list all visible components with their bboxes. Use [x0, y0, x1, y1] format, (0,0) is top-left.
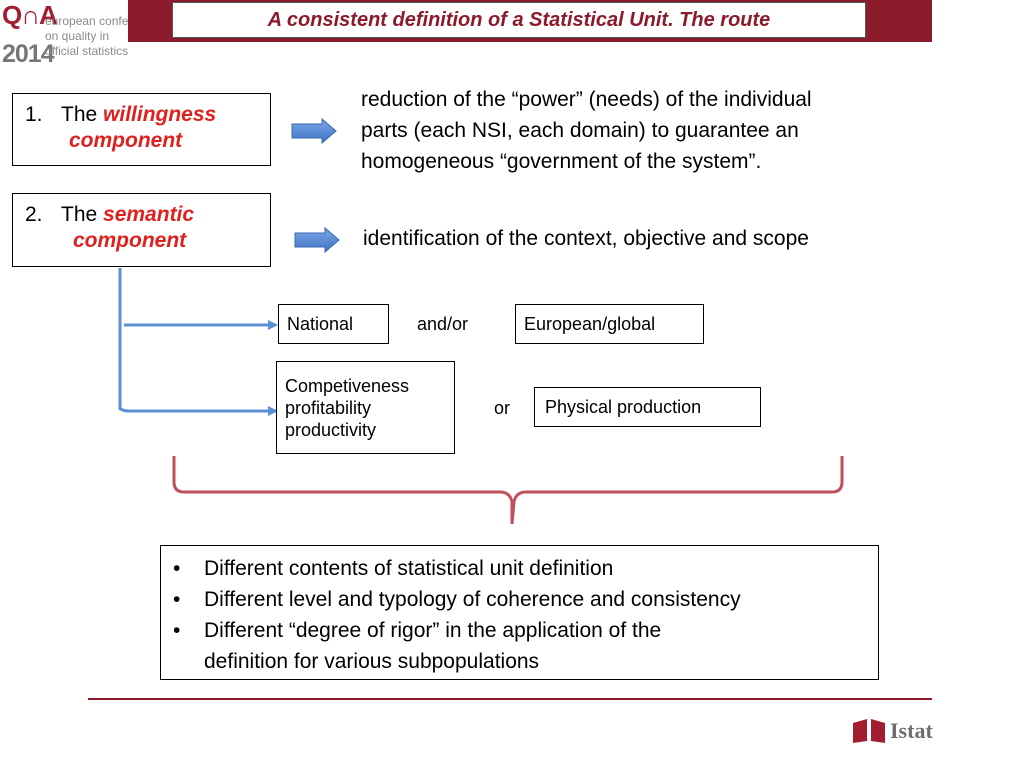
- branch-competiveness-line: [118, 406, 278, 416]
- component-number: 2.: [25, 203, 43, 226]
- list-item-text: definition for various subpopulations: [204, 650, 540, 673]
- curly-brace: [172, 456, 844, 525]
- national-label: National: [287, 314, 354, 334]
- arrow-right-icon: [291, 117, 337, 145]
- description-line: reduction of the “power” (needs) of the …: [361, 88, 812, 111]
- logo-year: 2014: [2, 40, 55, 68]
- description-line: homogeneous “government of the system”.: [361, 150, 762, 173]
- list-item-text: Different contents of statistical unit d…: [204, 557, 614, 580]
- logo-line: on quality in: [45, 29, 110, 43]
- national-box: National: [278, 304, 389, 344]
- competiveness-line: Competiveness: [285, 375, 410, 396]
- component-keyword-line2: component: [69, 129, 183, 152]
- or-connector: or: [494, 398, 511, 418]
- list-item-continuation: definition for various subpopulations: [173, 646, 868, 677]
- bullet-icon: •: [173, 588, 181, 611]
- slide-title: A consistent definition of a Statistical…: [267, 8, 771, 31]
- list-item-text: Different “degree of rigor” in the appli…: [204, 619, 662, 642]
- list-item: • Different contents of statistical unit…: [173, 553, 868, 584]
- results-box: • Different contents of statistical unit…: [160, 545, 879, 680]
- description-line: identification of the context, objective…: [363, 227, 809, 250]
- semantic-description: identification of the context, objective…: [363, 223, 809, 254]
- component-keyword-line2: component: [73, 229, 187, 252]
- and-or-connector: and/or: [417, 314, 469, 334]
- list-item: • Different level and typology of cohere…: [173, 584, 868, 615]
- willingness-component-box: 1. The willingness component: [12, 93, 271, 166]
- arrow-right-icon: [294, 226, 340, 254]
- title-box: A consistent definition of a Statistical…: [172, 2, 866, 38]
- component-number: 1.: [25, 103, 43, 126]
- component-keyword: willingness: [103, 103, 217, 126]
- istat-logo: Istat: [852, 716, 933, 746]
- competiveness-box: Competiveness profitability productivity: [276, 361, 455, 454]
- book-icon: [853, 719, 885, 743]
- bullet-icon: •: [173, 619, 181, 642]
- european-global-label: European/global: [524, 314, 656, 334]
- component-prefix: The: [61, 103, 98, 126]
- physical-production-box: Physical production: [534, 387, 761, 427]
- list-item: • Different “degree of rigor” in the app…: [173, 615, 868, 646]
- bullet-icon: •: [173, 557, 181, 580]
- willingness-description: reduction of the “power” (needs) of the …: [361, 84, 812, 177]
- competiveness-line: productivity: [285, 419, 377, 440]
- logo-line: official statistics: [45, 44, 129, 58]
- competiveness-line: profitability: [285, 397, 372, 418]
- semantic-component-box: 2. The semantic component: [12, 193, 271, 267]
- component-prefix: The: [61, 203, 98, 226]
- physical-production-label: Physical production: [545, 397, 702, 417]
- description-line: parts (each NSI, each domain) to guarant…: [361, 119, 799, 142]
- logo-mark: Q∩A: [2, 0, 58, 30]
- istat-brand: Istat: [890, 718, 933, 743]
- component-keyword: semantic: [103, 203, 195, 226]
- footer-divider: [88, 698, 932, 700]
- component-label: 2. The semantic: [25, 202, 260, 228]
- conference-logo: Q∩A 2014 european conference on quality …: [0, 0, 158, 80]
- component-label: 1. The willingness: [25, 102, 260, 128]
- european-global-box: European/global: [515, 304, 704, 344]
- list-item-text: Different level and typology of coherenc…: [204, 588, 741, 611]
